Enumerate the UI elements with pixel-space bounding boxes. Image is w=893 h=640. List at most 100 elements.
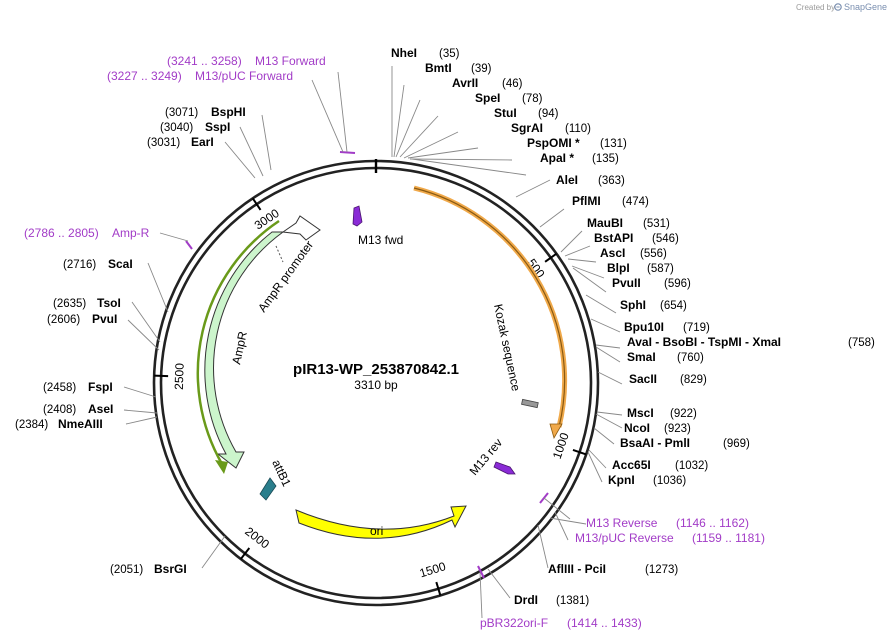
- svg-text:(1032): (1032): [675, 460, 708, 472]
- svg-text:(3031): (3031): [147, 137, 180, 149]
- enzyme-acc65i[interactable]: Acc65I (1032): [612, 458, 708, 472]
- enzyme-pvuii[interactable]: PvuII (596): [612, 276, 691, 290]
- svg-text:(135): (135): [592, 153, 619, 165]
- enzyme-bsaai-pmli[interactable]: BsaAI - PmlI (969): [620, 436, 750, 450]
- primer-m13-forward[interactable]: (3241 .. 3258) M13 Forward: [167, 54, 326, 68]
- svg-text:PvuII: PvuII: [612, 276, 641, 290]
- svg-text:(2408): (2408): [43, 404, 76, 416]
- enzyme-msci[interactable]: MscI (922): [627, 406, 697, 420]
- enzyme-drdi[interactable]: DrdI (1381): [514, 593, 589, 607]
- svg-text:StuI: StuI: [494, 106, 517, 120]
- svg-text:(1273): (1273): [645, 564, 678, 576]
- svg-text:(1414 .. 1433): (1414 .. 1433): [567, 616, 642, 630]
- enzyme-bsrgi[interactable]: (2051) BsrGI: [110, 562, 187, 576]
- enzyme-eari[interactable]: (3031) EarI: [147, 135, 214, 149]
- svg-text:(922): (922): [670, 408, 697, 420]
- enzyme-avai-group[interactable]: AvaI - BsoBI - TspMI - XmaI (758): [627, 335, 875, 349]
- svg-text:(35): (35): [439, 48, 460, 60]
- enzyme-fspi[interactable]: (2458) FspI: [43, 380, 113, 394]
- svg-text:NmeAIII: NmeAIII: [58, 417, 103, 431]
- enzyme-avrii[interactable]: AvrII (46): [452, 76, 523, 90]
- svg-text:(78): (78): [522, 93, 543, 105]
- enzyme-scai[interactable]: (2716) ScaI: [63, 257, 133, 271]
- enzyme-maubi[interactable]: MauBI (531): [587, 216, 670, 230]
- svg-text:(829): (829): [680, 374, 707, 386]
- enzyme-bstapi[interactable]: BstAPI (546): [594, 231, 679, 245]
- svg-text:PflMI: PflMI: [572, 194, 601, 208]
- enzyme-asci[interactable]: AscI (556): [600, 246, 667, 260]
- svg-text:SphI: SphI: [620, 298, 646, 312]
- enzyme-ncoi[interactable]: NcoI (923): [624, 421, 691, 435]
- svg-text:AseI: AseI: [88, 402, 113, 416]
- enzyme-nhei[interactable]: NheI (35): [391, 46, 460, 60]
- svg-text:(1381): (1381): [556, 595, 589, 607]
- primer-amp-r[interactable]: (2786 .. 2805) Amp-R: [24, 226, 150, 240]
- svg-text:(3227 .. 3249): (3227 .. 3249): [107, 69, 182, 83]
- enzyme-stui[interactable]: StuI (94): [494, 106, 559, 120]
- svg-text:PspOMI *: PspOMI *: [527, 136, 580, 150]
- svg-text:(587): (587): [647, 263, 674, 275]
- feature-ori[interactable]: [295, 505, 467, 539]
- primer-m13-puc-reverse[interactable]: M13/pUC Reverse (1159 .. 1181): [575, 531, 765, 545]
- svg-text:AleI: AleI: [556, 173, 578, 187]
- enzyme-labels: NheI (35) BmtI (39) AvrII (46) SpeI (78)…: [15, 46, 875, 607]
- svg-text:BlpI: BlpI: [607, 261, 630, 275]
- svg-text:Bpu10I: Bpu10I: [624, 320, 664, 334]
- svg-text:(363): (363): [598, 175, 625, 187]
- leader-lines: [123, 66, 623, 619]
- enzyme-kpni[interactable]: KpnI (1036): [608, 473, 686, 487]
- enzyme-bsphi[interactable]: (3071) BspHI: [165, 105, 246, 119]
- enzyme-smai[interactable]: SmaI (760): [627, 350, 704, 364]
- svg-text:(2384): (2384): [15, 419, 48, 431]
- label-ampr-promoter: AmpR promoter: [255, 238, 316, 315]
- label-m13-rev: M13 rev: [467, 436, 506, 478]
- tick-label-1500: 1500: [418, 559, 448, 580]
- enzyme-spei[interactable]: SpeI (78): [475, 91, 543, 105]
- svg-text:(596): (596): [664, 278, 691, 290]
- primer-mark-pbr322ori: [477, 565, 485, 579]
- enzyme-blpi[interactable]: BlpI (587): [607, 261, 674, 275]
- enzyme-bmti[interactable]: BmtI (39): [425, 61, 492, 75]
- svg-text:PvuI: PvuI: [92, 312, 117, 326]
- enzyme-pvui[interactable]: (2606) PvuI: [47, 312, 117, 326]
- enzyme-asei[interactable]: (2408) AseI: [43, 402, 113, 416]
- credit-prefix: Created by: [796, 3, 835, 12]
- primer-m13-puc-forward[interactable]: (3227 .. 3249) M13/pUC Forward: [107, 69, 293, 83]
- svg-text:SgrAI: SgrAI: [511, 121, 543, 135]
- enzyme-apai[interactable]: ApaI * (135): [540, 151, 619, 165]
- m13-rev-arrow-icon[interactable]: [493, 461, 516, 475]
- feature-ampr[interactable]: [196, 219, 285, 474]
- svg-text:SspI: SspI: [205, 120, 230, 134]
- svg-text:KpnI: KpnI: [608, 473, 635, 487]
- svg-text:BsaAI - PmlI: BsaAI - PmlI: [620, 436, 690, 450]
- label-m13-fwd: M13 fwd: [358, 233, 403, 247]
- enzyme-pspomi[interactable]: PspOMI * (131): [527, 136, 627, 150]
- primer-mark-amp-r: [185, 240, 193, 250]
- enzyme-sspi[interactable]: (3040) SspI: [160, 120, 230, 134]
- enzyme-tsoi[interactable]: (2635) TsoI: [53, 296, 121, 310]
- feature-ampr-promoter[interactable]: [281, 215, 321, 241]
- svg-text:(39): (39): [471, 63, 492, 75]
- enzyme-alei[interactable]: AleI (363): [556, 173, 625, 187]
- svg-text:AflIII - PciI: AflIII - PciI: [548, 562, 606, 576]
- svg-text:Amp-R: Amp-R: [112, 226, 150, 240]
- primer-m13-reverse[interactable]: M13 Reverse (1146 .. 1162): [586, 516, 749, 530]
- enzyme-sgrai[interactable]: SgrAI (110): [511, 121, 591, 135]
- m13-fwd-arrow-icon[interactable]: [352, 205, 363, 227]
- enzyme-sphi[interactable]: SphI (654): [620, 298, 687, 312]
- enzyme-nmeaiii[interactable]: (2384) NmeAIII: [15, 417, 103, 431]
- svg-text:(2458): (2458): [43, 382, 76, 394]
- enzyme-bpu10i[interactable]: Bpu10I (719): [624, 320, 710, 334]
- feature-kozak-arc[interactable]: [413, 185, 568, 440]
- tick-label-2000: 2000: [242, 524, 272, 552]
- svg-text:(531): (531): [643, 218, 670, 230]
- enzyme-sacii[interactable]: SacII (829): [629, 372, 707, 386]
- svg-text:AscI: AscI: [600, 246, 625, 260]
- enzyme-pflmi[interactable]: PflMI (474): [572, 194, 649, 208]
- enzyme-afliii-pcii[interactable]: AflIII - PciI (1273): [548, 562, 678, 576]
- svg-text:M13 Reverse: M13 Reverse: [586, 516, 658, 530]
- svg-text:BsrGI: BsrGI: [154, 562, 187, 576]
- attb1-icon[interactable]: [259, 477, 277, 501]
- svg-text:(3040): (3040): [160, 122, 193, 134]
- primer-pbr322ori-f[interactable]: pBR322ori-F (1414 .. 1433): [480, 616, 642, 630]
